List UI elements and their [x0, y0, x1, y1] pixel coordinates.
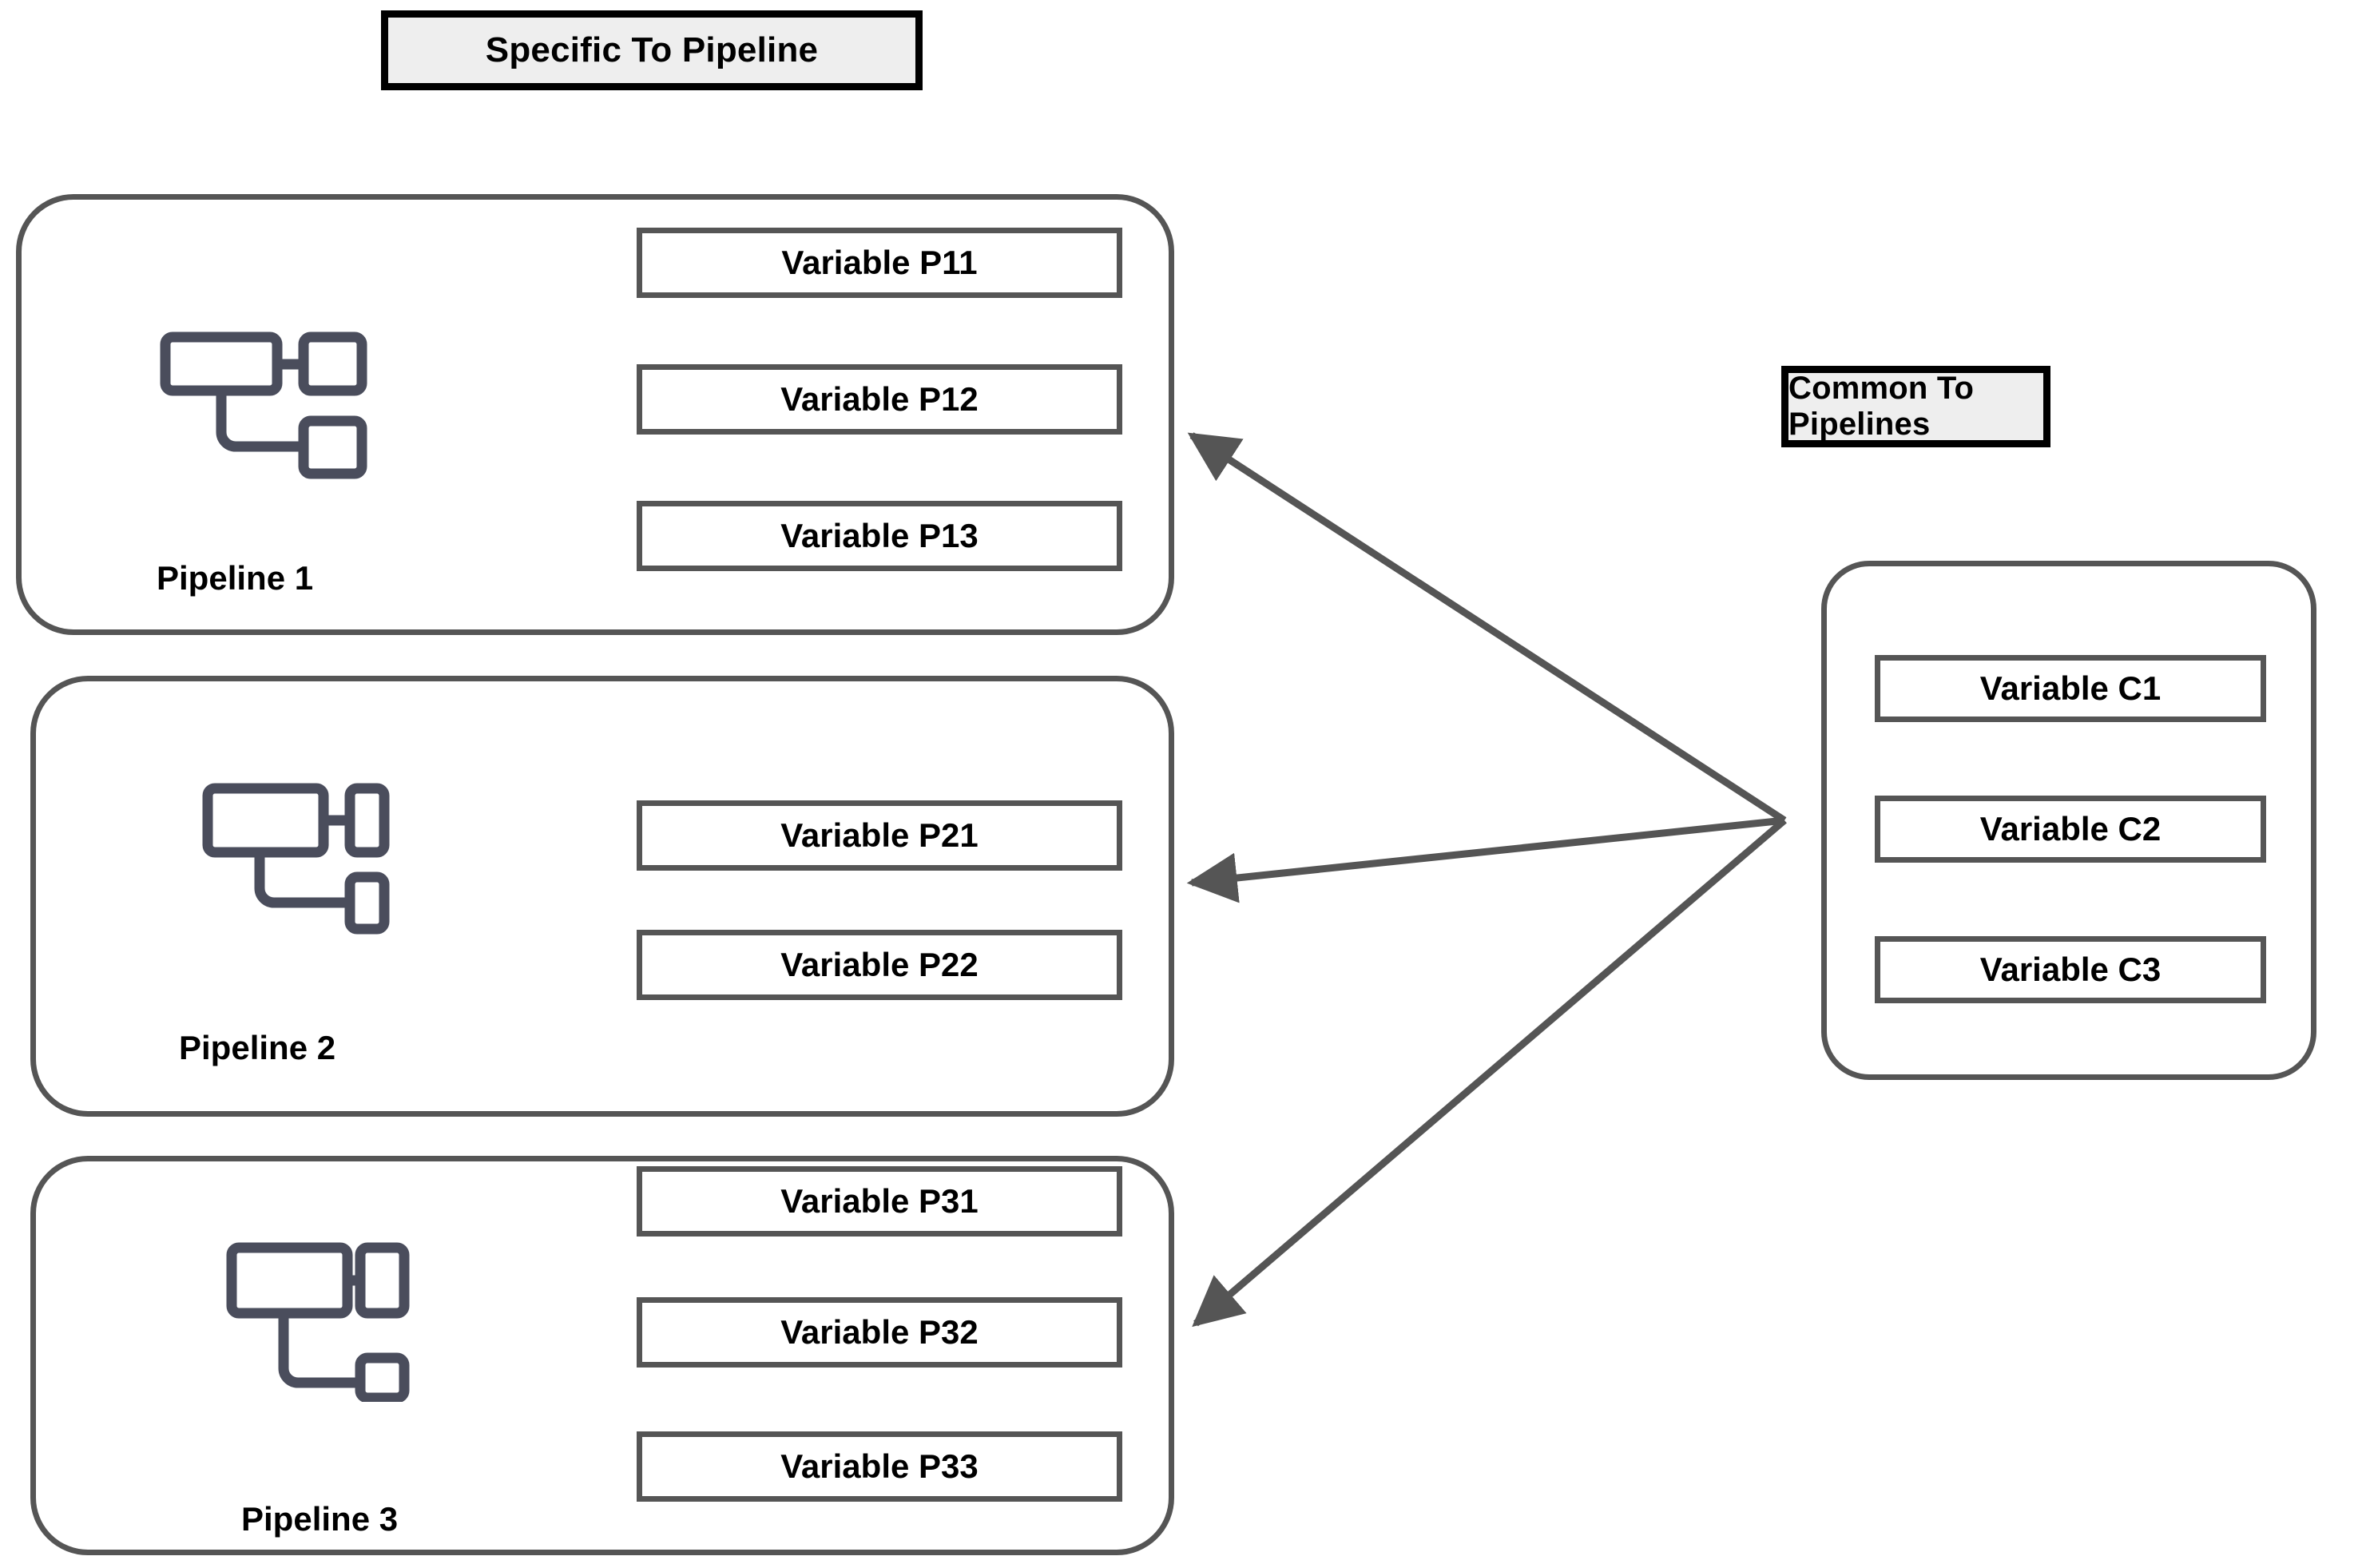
pipeline-2-label: Pipeline 2: [179, 1029, 336, 1066]
variable-chip-p11[interactable]: Variable P11: [637, 228, 1122, 298]
variable-chip-p13[interactable]: Variable P13: [637, 501, 1122, 571]
variable-chip-p22[interactable]: Variable P22: [637, 930, 1122, 1000]
variable-chip-p21[interactable]: Variable P21: [637, 800, 1122, 871]
variable-chip-c3[interactable]: Variable C3: [1875, 936, 2266, 1003]
header-common-to-pipelines: Common To Pipelines: [1781, 366, 2050, 447]
pipeline-flow-icon: [226, 1242, 410, 1403]
arrow-common-to-pipeline-3: [1192, 817, 1787, 1328]
arrow-common-to-pipeline-2: [1186, 816, 1785, 903]
header-specific-to-pipeline: Specific To Pipeline: [381, 10, 923, 90]
variable-chip-p33[interactable]: Variable P33: [637, 1431, 1122, 1502]
pipeline-flow-icon: [160, 331, 367, 479]
variable-chip-p31[interactable]: Variable P31: [637, 1166, 1122, 1237]
variable-chip-c1[interactable]: Variable C1: [1875, 655, 2266, 722]
variable-chip-p12[interactable]: Variable P12: [637, 364, 1122, 435]
variable-chip-c2[interactable]: Variable C2: [1875, 796, 2266, 863]
pipeline-2-group[interactable]: [30, 676, 1174, 1117]
variable-chip-p32[interactable]: Variable P32: [637, 1297, 1122, 1368]
pipeline-3-label: Pipeline 3: [241, 1500, 399, 1538]
pipeline-flow-icon: [202, 783, 390, 935]
arrow-common-to-pipeline-1: [1187, 432, 1787, 824]
pipeline-1-label: Pipeline 1: [157, 559, 314, 597]
